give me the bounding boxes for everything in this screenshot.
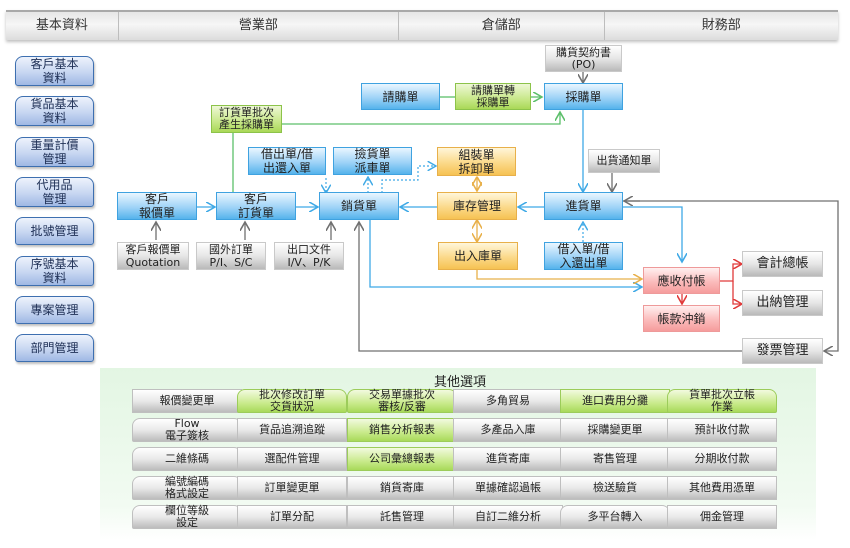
option-button[interactable]: 多產品入庫 xyxy=(453,418,563,442)
sidebar-item-customer-data[interactable]: 客戶基本資料 xyxy=(15,56,94,86)
option-button[interactable]: 編號編碼格式設定 xyxy=(132,476,242,500)
edge-invoice-to-sales xyxy=(359,222,742,352)
option-button[interactable]: 多平台轉入 xyxy=(560,505,670,529)
option-button[interactable]: 多角貿易 xyxy=(453,389,563,413)
borrow-in-box[interactable]: 借入單/借入還出單 xyxy=(544,242,623,270)
requisition-box[interactable]: 請購單 xyxy=(361,83,440,110)
option-button[interactable]: 公司彙總報表 xyxy=(347,447,457,471)
edge-receiving-to-ar xyxy=(622,206,682,262)
general-ledger-box[interactable]: 會計總帳 xyxy=(742,251,823,277)
sidebar-item-batch[interactable]: 批號管理 xyxy=(15,217,94,245)
option-button[interactable]: 選配件管理 xyxy=(237,447,347,471)
option-button[interactable]: 佣金管理 xyxy=(667,505,777,529)
option-button[interactable]: 貨品追溯追蹤 xyxy=(237,418,347,442)
invoice-box[interactable]: 發票管理 xyxy=(742,338,823,364)
settlement-box[interactable]: 帳款沖銷 xyxy=(643,305,720,332)
edge-ar-to-cashier xyxy=(732,281,742,304)
sidebar-item-department[interactable]: 部門管理 xyxy=(15,334,94,362)
receiving-box[interactable]: 進貨單 xyxy=(544,192,623,220)
picking-box[interactable]: 撿貨單派車單 xyxy=(333,147,412,175)
in-out-stock-box[interactable]: 出入庫單 xyxy=(438,242,518,270)
department-header: 基本資料 營業部 倉儲部 財務部 xyxy=(6,10,838,40)
sidebar-item-project[interactable]: 專案管理 xyxy=(15,296,94,324)
edge-invoice-loop xyxy=(622,200,839,351)
option-button[interactable]: 貨單批次立帳作業 xyxy=(667,389,777,413)
header-basic-data: 基本資料 xyxy=(6,12,119,40)
customer-quote-box[interactable]: 客戶報價單 xyxy=(117,192,197,220)
option-button[interactable]: 批次修改訂單交貨狀況 xyxy=(237,389,347,413)
option-button[interactable]: 進貨寄庫 xyxy=(453,447,563,471)
customer-order-box[interactable]: 客戶訂貨單 xyxy=(216,192,296,220)
option-button[interactable]: 分期收付款 xyxy=(667,447,777,471)
option-button[interactable]: 單據確認過帳 xyxy=(453,476,563,500)
sidebar-item-substitute[interactable]: 代用品管理 xyxy=(15,177,94,207)
inventory-box[interactable]: 庫存管理 xyxy=(437,192,517,220)
option-button[interactable]: 二維條碼 xyxy=(132,447,242,471)
option-button[interactable]: 欄位等級設定 xyxy=(132,505,242,529)
ar-ap-box[interactable]: 應收付帳 xyxy=(643,267,720,294)
sidebar-item-weight-pricing[interactable]: 重量計價管理 xyxy=(15,137,94,167)
sales-box[interactable]: 銷貨單 xyxy=(319,192,399,220)
other-options-title: 其他選項 xyxy=(433,375,486,390)
option-button[interactable]: 報價變更單 xyxy=(132,389,242,413)
req-to-po-box[interactable]: 請購單轉採購單 xyxy=(455,83,531,110)
po-contract-box[interactable]: 購貨契約書(PO) xyxy=(545,45,622,72)
edge-batch-to-po xyxy=(282,112,560,125)
lend-out-box[interactable]: 借出單/借出還入單 xyxy=(248,147,326,175)
sidebar-item-serial[interactable]: 序號基本資料 xyxy=(15,256,94,286)
edge-ar-to-ledger xyxy=(720,264,742,282)
option-button[interactable]: 進口費用分攤 xyxy=(560,389,670,413)
option-button[interactable]: 託售管理 xyxy=(347,505,457,529)
edge-sales-to-assembly xyxy=(381,166,436,193)
edge-inout-to-ar xyxy=(476,270,642,279)
option-button[interactable]: 採購變更單 xyxy=(560,418,670,442)
option-button[interactable]: 訂單分配 xyxy=(237,505,347,529)
option-button[interactable]: 自訂二維分析 xyxy=(453,505,563,529)
option-button[interactable]: 交易單據批次審核/反審 xyxy=(347,389,457,413)
option-button[interactable]: 銷貨寄庫 xyxy=(347,476,457,500)
sidebar-item-product-data[interactable]: 貨品基本資料 xyxy=(15,96,94,126)
edge-sales-to-ar xyxy=(369,220,642,287)
assembly-box[interactable]: 組裝單拆卸單 xyxy=(437,147,516,176)
option-button[interactable]: 其他費用憑單 xyxy=(667,476,777,500)
option-button[interactable]: 檢送驗貨 xyxy=(560,476,670,500)
header-finance-dept: 財務部 xyxy=(701,18,741,33)
option-button[interactable]: 訂單變更單 xyxy=(237,476,347,500)
header-sales-dept: 營業部 xyxy=(119,12,400,40)
option-button[interactable]: 寄售管理 xyxy=(560,447,670,471)
delivery-notice-box[interactable]: 出貨通知單 xyxy=(588,149,660,173)
option-button[interactable]: 預計收付款 xyxy=(667,418,777,442)
header-warehouse-dept: 倉儲部 xyxy=(399,12,605,40)
order-batch-po-box[interactable]: 訂貨單批次產生採購單 xyxy=(211,105,282,133)
cashier-box[interactable]: 出納管理 xyxy=(742,290,823,316)
option-button[interactable]: 銷售分析報表 xyxy=(347,418,457,442)
purchase-order-box[interactable]: 採購單 xyxy=(544,83,623,110)
